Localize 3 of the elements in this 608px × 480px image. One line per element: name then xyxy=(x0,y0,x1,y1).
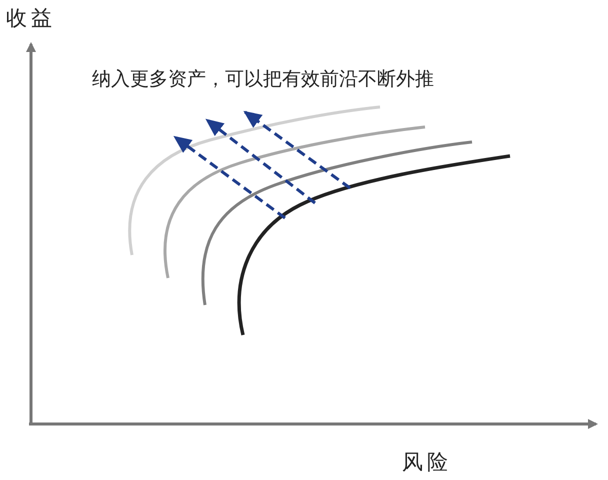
axis-label: 收益 xyxy=(6,5,56,32)
axis-label: 风险 xyxy=(402,449,452,476)
annotation-text: 纳入更多资产，可以把有效前沿不断外推 xyxy=(92,67,434,92)
